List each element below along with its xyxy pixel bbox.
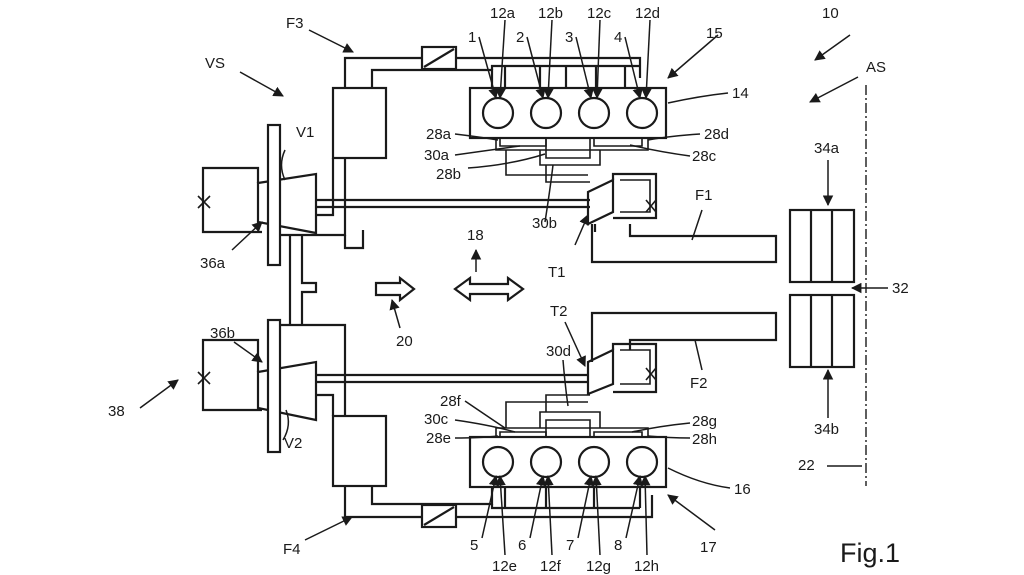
label-12c: 12c bbox=[587, 5, 612, 22]
label-28e: 28e bbox=[426, 430, 451, 447]
label-32: 32 bbox=[892, 280, 909, 297]
label-cylinder-3: 3 bbox=[565, 29, 573, 46]
label-28d: 28d bbox=[704, 126, 729, 143]
label-28g: 28g bbox=[692, 413, 717, 430]
label-intake-side: VS bbox=[205, 55, 225, 72]
label-f4: F4 bbox=[283, 541, 301, 558]
label-28c: 28c bbox=[692, 148, 717, 165]
module-34a bbox=[790, 210, 854, 282]
label-v2: V2 bbox=[284, 435, 302, 452]
label-f2: F2 bbox=[690, 375, 708, 392]
compressor-bypass-bottom bbox=[203, 340, 262, 410]
figure-title: Fig.1 bbox=[840, 538, 900, 568]
label-cylinder-1: 1 bbox=[468, 29, 476, 46]
charge-air-pipe-bottom-outer bbox=[345, 486, 652, 517]
label-12g: 12g bbox=[586, 558, 611, 575]
intercooler-top bbox=[333, 88, 386, 158]
exhaust-manifold-30b bbox=[506, 150, 588, 175]
air-inlet-plate-bottom bbox=[268, 320, 280, 452]
label-v1: V1 bbox=[296, 124, 314, 141]
cylinder-2 bbox=[531, 98, 561, 128]
module-34b bbox=[790, 295, 854, 367]
label-12a: 12a bbox=[490, 5, 516, 22]
label-cylinder-8: 8 bbox=[614, 537, 622, 554]
label-t1: T1 bbox=[548, 264, 566, 281]
label-18: 18 bbox=[467, 227, 484, 244]
label-28a: 28a bbox=[426, 126, 452, 143]
label-12b: 12b bbox=[538, 5, 563, 22]
turbo-shaft-2 bbox=[316, 375, 590, 382]
label-30b: 30b bbox=[532, 215, 557, 232]
label-30a: 30a bbox=[424, 147, 450, 164]
label-12e: 12e bbox=[492, 558, 517, 575]
label-28f: 28f bbox=[440, 393, 462, 410]
label-cylinder-2: 2 bbox=[516, 29, 524, 46]
cylinder-3 bbox=[579, 98, 609, 128]
label-34a: 34a bbox=[814, 140, 840, 157]
label-22: 22 bbox=[798, 457, 815, 474]
air-inlet-plate-top bbox=[268, 125, 280, 265]
label-20: 20 bbox=[396, 333, 413, 350]
exhaust-outlet-f2 bbox=[592, 313, 776, 362]
compressor-v1 bbox=[258, 174, 316, 233]
label-cylinder-6: 6 bbox=[518, 537, 526, 554]
turbine-t1 bbox=[588, 180, 613, 224]
label-16: 16 bbox=[734, 481, 751, 498]
compressor-bypass-top bbox=[203, 168, 262, 232]
flow-arrow-20 bbox=[376, 278, 414, 300]
crossover-duct-right bbox=[302, 235, 316, 325]
label-36b: 36b bbox=[210, 325, 235, 342]
cylinder-6 bbox=[531, 447, 561, 477]
label-14: 14 bbox=[732, 85, 749, 102]
label-34b: 34b bbox=[814, 421, 839, 438]
label-f3: F3 bbox=[286, 15, 304, 32]
label-exhaust-side: AS bbox=[866, 59, 886, 76]
label-30c: 30c bbox=[424, 411, 449, 428]
label-28b: 28b bbox=[436, 166, 461, 183]
exhaust-outlet-f1 bbox=[592, 224, 776, 262]
cylinder-7 bbox=[579, 447, 609, 477]
label-cylinder-5: 5 bbox=[470, 537, 478, 554]
label-system: 10 bbox=[822, 5, 839, 22]
cylinder-8 bbox=[627, 447, 657, 477]
label-15: 15 bbox=[706, 25, 723, 42]
label-38: 38 bbox=[108, 403, 125, 420]
label-f1: F1 bbox=[695, 187, 713, 204]
label-12h: 12h bbox=[634, 558, 659, 575]
intercooler-bottom bbox=[333, 416, 386, 486]
label-cylinder-4: 4 bbox=[614, 29, 622, 46]
cylinder-1 bbox=[483, 98, 513, 128]
double-arrow-18 bbox=[455, 278, 523, 300]
label-30d: 30d bbox=[546, 343, 571, 360]
label-36a: 36a bbox=[200, 255, 226, 272]
label-t2: T2 bbox=[550, 303, 568, 320]
label-12f: 12f bbox=[540, 558, 562, 575]
exhaust-manifold-30a bbox=[496, 138, 648, 150]
label-17: 17 bbox=[700, 539, 717, 556]
cylinder-4 bbox=[627, 98, 657, 128]
label-cylinder-7: 7 bbox=[566, 537, 574, 554]
exhaust-manifold-30d bbox=[506, 402, 588, 428]
label-28h: 28h bbox=[692, 431, 717, 448]
cylinder-5 bbox=[483, 447, 513, 477]
label-12d: 12d bbox=[635, 5, 660, 22]
